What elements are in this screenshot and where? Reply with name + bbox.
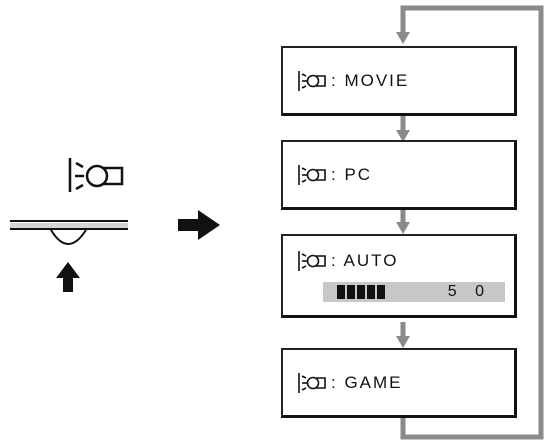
mode-box-auto: : AUTO 5 0	[281, 234, 517, 318]
level-fill	[337, 285, 387, 299]
picture-mode-button[interactable]	[50, 229, 87, 245]
mode-line: : GAME	[297, 372, 403, 394]
mode-box-game: : GAME	[281, 348, 517, 418]
picture-mode-icon	[298, 165, 326, 185]
picture-mode-icon	[298, 251, 326, 271]
level-bar: 5 0	[323, 282, 505, 302]
level-value: 5 0	[447, 283, 491, 300]
mode-label: : AUTO	[331, 251, 399, 270]
down-arrow-icon	[396, 222, 410, 234]
picture-mode-icon	[68, 158, 124, 192]
mode-line: : MOVIE	[297, 70, 409, 92]
up-arrow-icon	[56, 262, 80, 292]
mode-box-movie: : MOVIE	[281, 46, 517, 116]
down-arrow-icon	[396, 32, 410, 44]
mode-label: : GAME	[331, 373, 403, 392]
picture-mode-icon	[298, 373, 326, 393]
mode-label: : MOVIE	[331, 71, 410, 90]
down-arrow-icon	[396, 130, 410, 142]
down-arrow-icon	[396, 336, 410, 348]
right-arrow-icon	[178, 210, 220, 240]
picture-mode-icon	[298, 71, 326, 91]
mode-line: : AUTO	[297, 250, 398, 272]
monitor-bezel	[10, 220, 128, 245]
mode-box-pc: : PC	[281, 140, 517, 210]
loop-back-connector	[400, 5, 544, 440]
mode-label: : PC	[331, 165, 373, 184]
mode-line: : PC	[297, 164, 372, 186]
